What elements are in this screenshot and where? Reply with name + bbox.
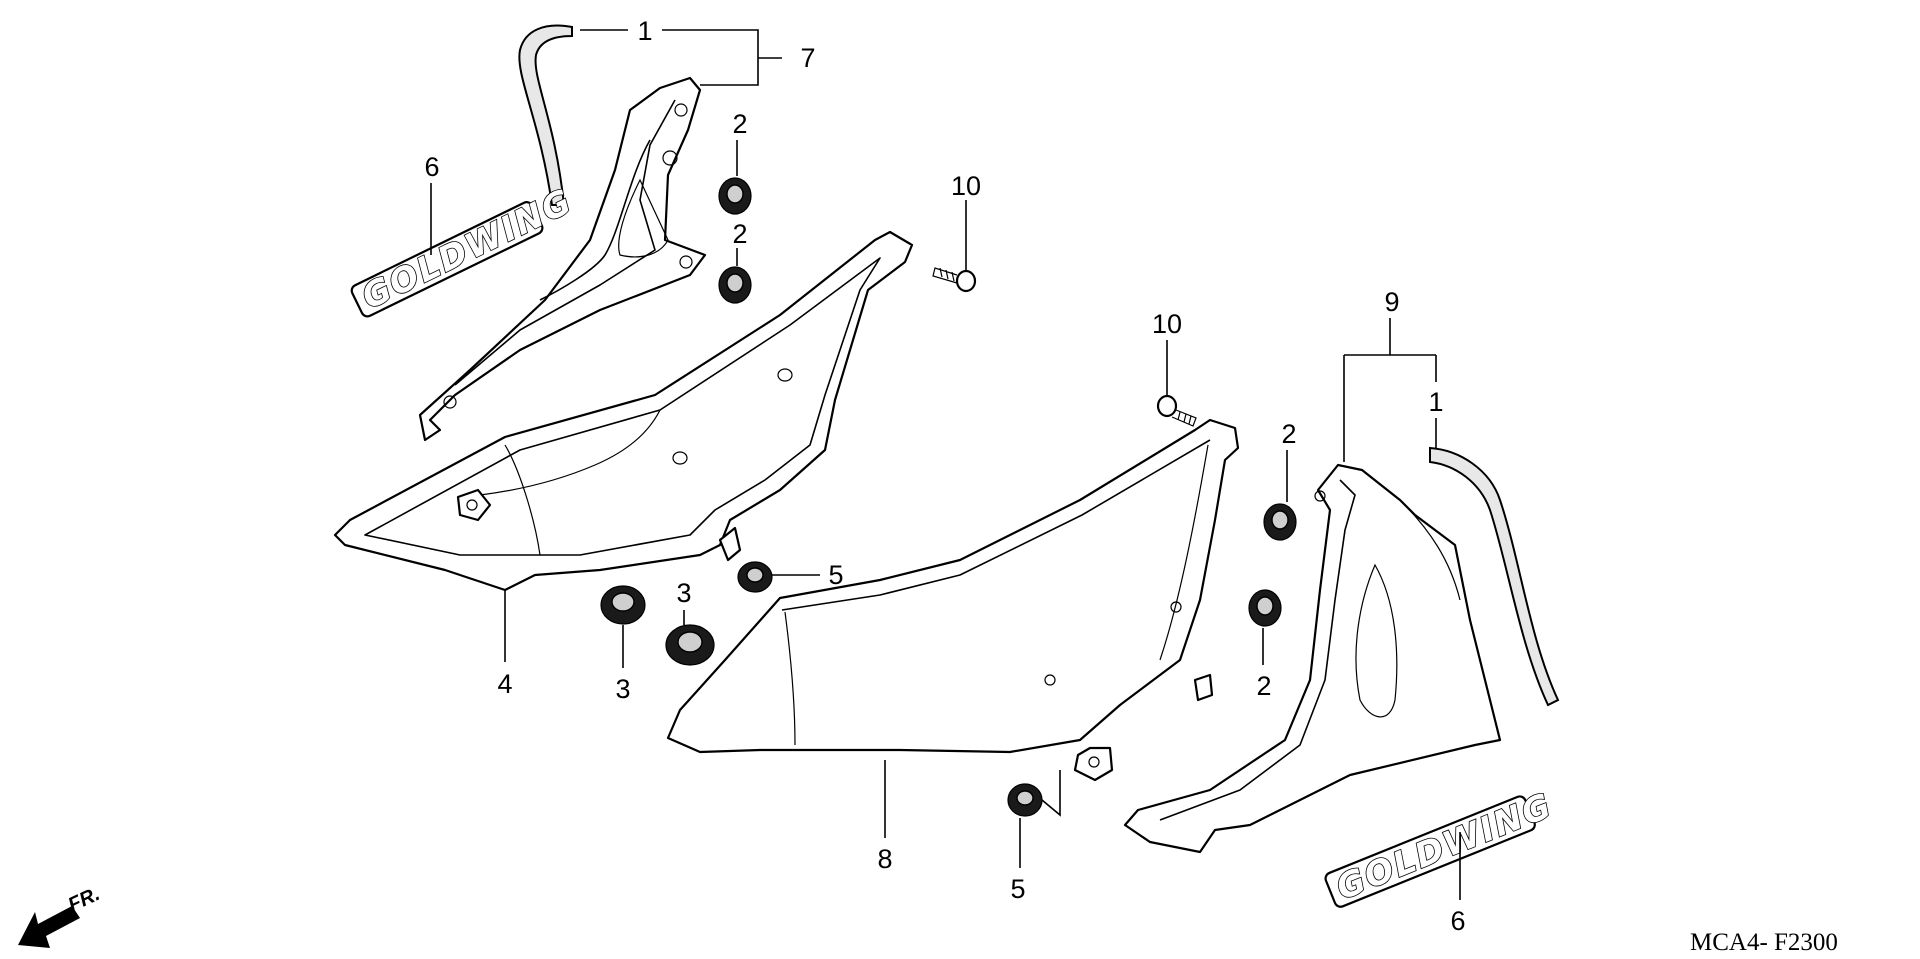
grommet-2a bbox=[718, 177, 752, 215]
grommet-5a bbox=[737, 561, 773, 593]
leader-lines bbox=[430, 29, 1461, 900]
emblem-right-text: GOLDWING bbox=[1331, 785, 1559, 908]
callout-2-a: 2 bbox=[732, 109, 747, 139]
callout-1-right: 1 bbox=[1428, 387, 1443, 417]
screw-10a bbox=[932, 267, 977, 293]
grommet-3b bbox=[665, 624, 715, 666]
callout-3-a: 3 bbox=[615, 674, 630, 704]
callout-5-bottom: 5 bbox=[1010, 874, 1025, 904]
callout-8: 8 bbox=[877, 844, 892, 874]
lower-center-cover bbox=[666, 418, 1240, 782]
grommet-2b bbox=[718, 266, 752, 304]
callout-7: 7 bbox=[800, 43, 815, 73]
screw-10b bbox=[1156, 394, 1197, 427]
callout-5-mid: 5 bbox=[828, 560, 843, 590]
callout-4: 4 bbox=[497, 669, 512, 699]
inner-cover-right bbox=[1123, 463, 1502, 854]
grommet-2d bbox=[1248, 589, 1282, 627]
drawing-code: MCA4- F2300 bbox=[1690, 929, 1838, 956]
inner-cover-left bbox=[418, 76, 707, 442]
callout-2-right-top: 2 bbox=[1281, 419, 1296, 449]
callout-10-top: 10 bbox=[951, 171, 981, 201]
side-cover-left bbox=[333, 230, 914, 592]
callout-9: 9 bbox=[1384, 287, 1399, 317]
callout-1-top: 1 bbox=[637, 16, 652, 46]
grommet-3a bbox=[600, 585, 646, 625]
front-direction-arrow: FR. bbox=[18, 883, 103, 948]
callout-6-right: 6 bbox=[1450, 906, 1465, 936]
emblem-right: GOLDWING bbox=[1324, 785, 1559, 909]
grommet-2c bbox=[1263, 503, 1297, 541]
arrow-icon bbox=[18, 906, 80, 948]
callout-10-mid: 10 bbox=[1152, 309, 1182, 339]
callout-labels: 1 7 2 2 6 10 10 9 1 2 2 5 3 3 4 8 5 6 bbox=[424, 16, 1465, 936]
callout-6-left: 6 bbox=[424, 152, 439, 182]
seal-strip-left bbox=[518, 24, 573, 206]
callout-3-b: 3 bbox=[676, 578, 691, 608]
callout-2-right-bottom: 2 bbox=[1256, 671, 1271, 701]
callout-2-b: 2 bbox=[732, 219, 747, 249]
grommet-5b bbox=[1007, 783, 1043, 817]
seal-strip-right bbox=[1429, 446, 1560, 707]
